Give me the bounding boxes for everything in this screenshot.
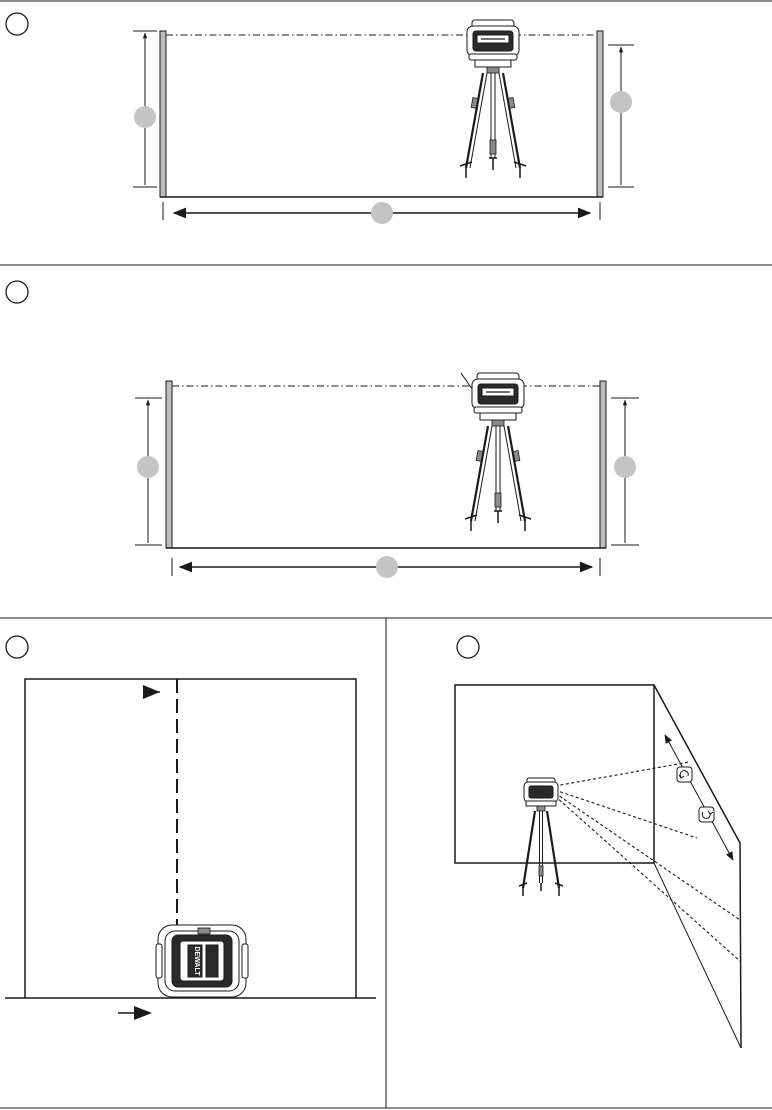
callout-right-height bbox=[610, 91, 632, 113]
left-wall bbox=[166, 381, 172, 548]
callout-right-height bbox=[614, 456, 636, 478]
right-wall bbox=[600, 381, 606, 548]
arrow-up-indicator bbox=[143, 685, 160, 699]
right-wall bbox=[597, 31, 603, 197]
arrow-floor-indicator bbox=[134, 1006, 152, 1020]
device-brand-label: DEWALT bbox=[193, 946, 200, 976]
panel-1 bbox=[6, 13, 634, 224]
panel-number-circle-3 bbox=[6, 636, 28, 658]
panel-number-circle-1 bbox=[6, 13, 28, 35]
callout-left-height bbox=[134, 106, 156, 128]
panel-number-circle-2 bbox=[6, 281, 28, 303]
panel-3: DEWALT bbox=[5, 636, 376, 1020]
laser-beam-1 bbox=[555, 762, 689, 786]
callout-left-height bbox=[137, 456, 159, 478]
panel-2 bbox=[6, 281, 639, 578]
left-wall bbox=[160, 31, 166, 197]
laser-beam-2 bbox=[555, 790, 697, 838]
back-wall bbox=[455, 685, 654, 863]
tripod-laser bbox=[465, 373, 531, 531]
panel-number-circle-4 bbox=[457, 636, 479, 658]
callout-distance bbox=[371, 202, 393, 224]
laser-device-on-side: DEWALT bbox=[156, 925, 248, 997]
rotate-counterclockwise-icon bbox=[677, 767, 692, 782]
rotate-clockwise-icon bbox=[699, 807, 714, 822]
panel-4 bbox=[455, 636, 741, 1048]
rotation-direction-arrow bbox=[665, 735, 733, 860]
callout-distance bbox=[376, 556, 398, 578]
tripod-laser bbox=[460, 20, 526, 178]
tripod-laser-small bbox=[519, 778, 563, 896]
